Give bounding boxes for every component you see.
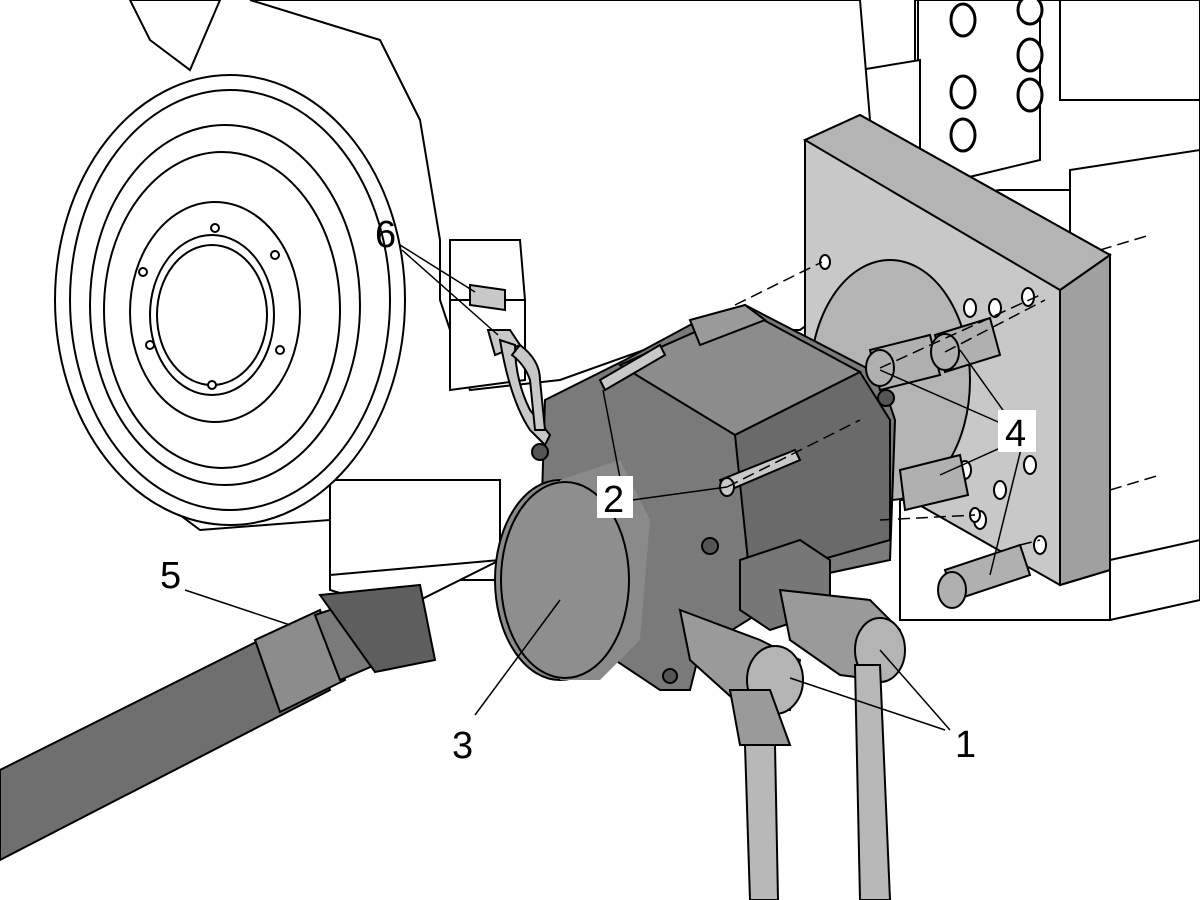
leader-6a xyxy=(399,244,476,293)
leader-4b xyxy=(959,349,1011,421)
leader-4d xyxy=(989,444,1023,576)
motor-end-cap xyxy=(494,460,650,681)
callout-2-backdrop xyxy=(597,476,633,518)
motor-housing xyxy=(538,303,897,691)
leader-1a xyxy=(789,677,946,731)
callout-3: 3 xyxy=(452,725,473,767)
callout-4: 4 xyxy=(1005,413,1026,455)
callout-1: 1 xyxy=(955,724,976,766)
bracket-bolt-holes xyxy=(949,0,1044,153)
callout-5: 5 xyxy=(160,555,181,597)
housing-screws xyxy=(531,389,895,684)
callout-6: 6 xyxy=(375,214,396,256)
leader-2a xyxy=(602,389,621,479)
drive-shaft-tube xyxy=(0,583,437,862)
cables xyxy=(743,664,892,900)
leader-lines xyxy=(184,244,1023,731)
cable-connectors xyxy=(678,538,906,746)
callout-2: 2 xyxy=(603,479,624,521)
leader-2b xyxy=(631,486,728,501)
leader-4a xyxy=(879,369,1006,426)
coolant-fitting xyxy=(469,283,552,447)
leader-1b xyxy=(879,649,951,731)
spindle-face-holes xyxy=(138,223,285,390)
spindle-face xyxy=(54,74,406,526)
callout-4-backdrop xyxy=(998,410,1036,452)
machine-frame-right xyxy=(859,0,1200,622)
assembly-guide-lines xyxy=(726,234,1161,546)
leader-3 xyxy=(474,599,561,716)
leader-5 xyxy=(184,589,291,626)
leader-6b xyxy=(401,249,499,336)
